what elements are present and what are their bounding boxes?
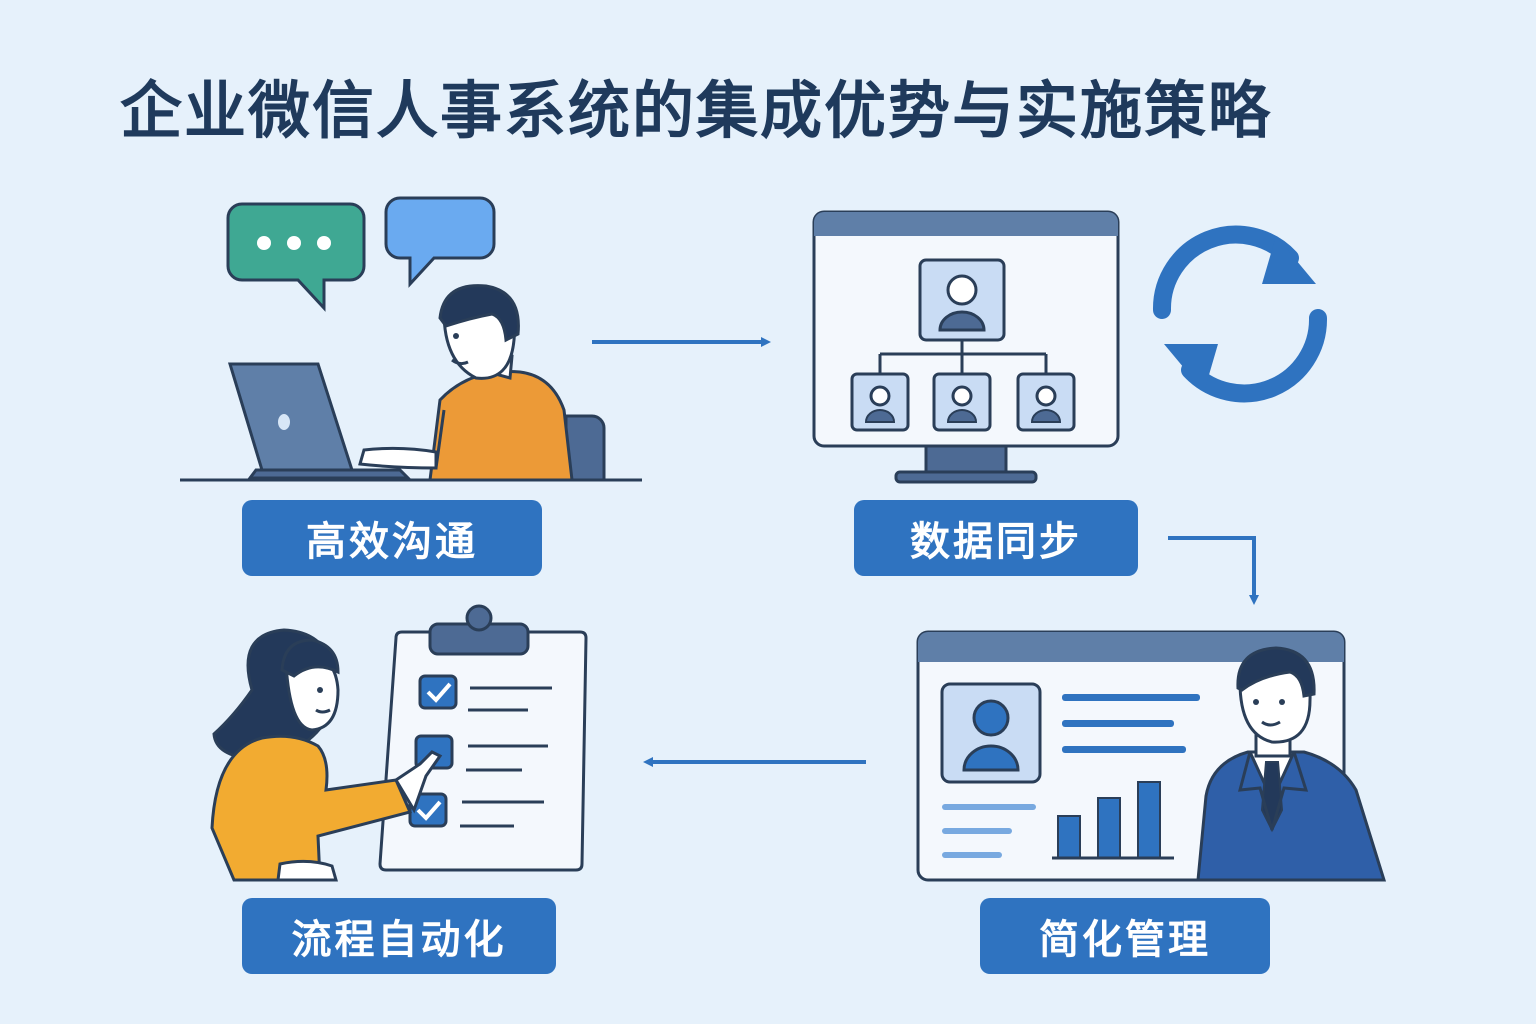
woman-pointing-icon: [210, 628, 443, 882]
chat-bubble-icon: [384, 196, 496, 288]
step-label-management: 简化管理: [980, 898, 1270, 974]
monitor-icon: [812, 210, 1120, 484]
sync-icon: [1152, 225, 1328, 403]
laptop-icon: [227, 362, 412, 480]
chat-bubble-icon: [226, 202, 366, 312]
org-chart-icon: [850, 258, 1076, 432]
chair-icon: [564, 414, 606, 482]
clipboard-checklist-icon: [378, 604, 588, 872]
person-typing-icon: [358, 284, 574, 482]
bar-chart-icon: [1052, 781, 1174, 860]
step-label-communication: 高效沟通: [242, 500, 542, 576]
page-title: 企业微信人事系统的集成优势与实施策略: [120, 74, 1273, 147]
step-label-data-sync: 数据同步: [854, 500, 1138, 576]
step-label-automation: 流程自动化: [242, 898, 556, 974]
businessman-icon: [1196, 646, 1387, 882]
arrow-icon: [1168, 536, 1259, 605]
